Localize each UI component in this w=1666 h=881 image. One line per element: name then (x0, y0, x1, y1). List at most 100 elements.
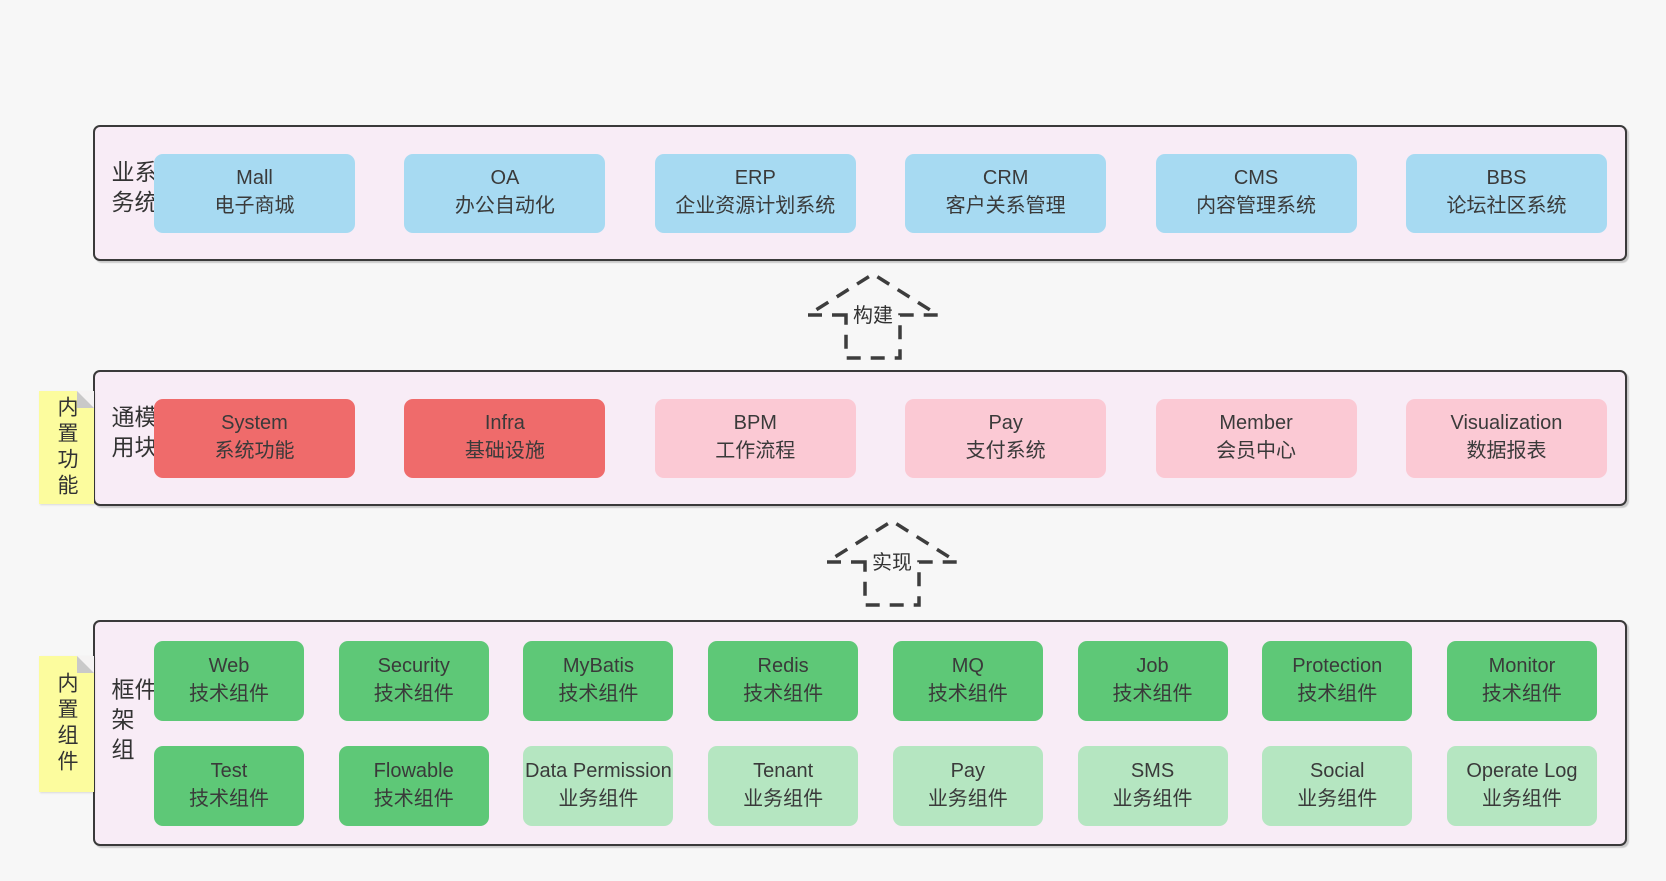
box-title: Pay (988, 412, 1023, 435)
box-title: ERP (734, 167, 776, 190)
box-subtitle: 会员中心 (1216, 440, 1297, 462)
box-title: CMS (1233, 167, 1279, 190)
box-title: Member (1219, 412, 1293, 435)
box-subtitle: 业务组件 (558, 788, 639, 810)
box-tenant: Tenant 业务组件 (708, 746, 859, 826)
module-boxes: System 系统功能 Infra 基础设施 BPM 工作流程 Pay 支付系统 Member 会… (154, 372, 1607, 504)
business-boxes: Mall 电子商城 OA 办公自动化 ERP 企业资源计划系统 CRM 客户关系管理 CMS 内容… (154, 127, 1607, 259)
box-title: System (221, 412, 288, 435)
folded-corner-icon (77, 391, 94, 408)
business-section-label: 业务系统 (108, 160, 157, 220)
box-operate-log: Operate Log 业务组件 (1446, 746, 1597, 826)
box-member: Member 会员中心 (1155, 398, 1357, 478)
box-subtitle: 技术组件 (1112, 683, 1193, 705)
box-protection: Protection 技术组件 (1262, 641, 1413, 721)
box-subtitle: 系统功能 (214, 440, 295, 462)
box-mybatis: MyBatis 技术组件 (523, 641, 674, 721)
box-security: Security 技术组件 (338, 641, 489, 721)
box-infra: Infra 基础设施 (404, 398, 606, 478)
box-title: Web (208, 655, 250, 678)
sticky-note-label: 内置功能 (55, 395, 78, 500)
box-redis: Redis 技术组件 (708, 641, 859, 721)
box-subtitle: 技术组件 (743, 683, 824, 705)
box-subtitle: 论坛社区系统 (1446, 195, 1567, 217)
box-subtitle: 业务组件 (1297, 788, 1378, 810)
box-title: Protection (1292, 655, 1383, 678)
box-title: Infra (484, 412, 525, 435)
implement-arrow: 实现 (824, 517, 960, 609)
sticky-note-builtin-features: 内置功能 (39, 391, 94, 504)
box-subtitle: 技术组件 (558, 683, 639, 705)
box-title: BPM (733, 412, 777, 435)
box-flowable: Flowable 技术组件 (338, 746, 489, 826)
box-erp: ERP 企业资源计划系统 (654, 153, 856, 233)
box-title: MyBatis (562, 655, 634, 678)
box-title: Visualization (1450, 412, 1563, 435)
box-monitor: Monitor 技术组件 (1446, 641, 1597, 721)
section-common-modules: 通用模块 System 系统功能 Infra 基础设施 BPM 工作流程 Pay 支付系统 Me… (93, 370, 1627, 506)
box-title: MQ (951, 655, 984, 678)
section-business-systems: 业务系统 Mall 电子商城 OA 办公自动化 ERP 企业资源计划系统 CRM 客户关系管理… (93, 125, 1627, 261)
box-subtitle: 业务组件 (927, 788, 1008, 810)
box-oa: OA 办公自动化 (404, 153, 606, 233)
box-title: Data Permission (525, 760, 672, 783)
dashed-up-arrow-icon (805, 271, 941, 360)
box-title: Social (1309, 760, 1365, 783)
box-subtitle: 技术组件 (1481, 683, 1562, 705)
box-title: Operate Log (1466, 760, 1578, 783)
box-subtitle: 数据报表 (1466, 440, 1547, 462)
modules-section-label: 通用模块 (108, 405, 157, 465)
dashed-up-arrow-icon (824, 518, 960, 607)
box-title: Security (377, 655, 450, 678)
box-subtitle: 基础设施 (464, 440, 545, 462)
box-subtitle: 电子商城 (214, 195, 295, 217)
box-subtitle: 业务组件 (1481, 788, 1562, 810)
box-subtitle: 技术组件 (1297, 683, 1378, 705)
box-subtitle: 业务组件 (1112, 788, 1193, 810)
box-title: OA (490, 167, 520, 190)
box-subtitle: 内容管理系统 (1196, 195, 1317, 217)
box-social: Social 业务组件 (1262, 746, 1413, 826)
box-title: Test (210, 760, 248, 783)
sticky-note-builtin-components: 内置组件 (39, 656, 94, 792)
box-system: System 系统功能 (154, 398, 355, 478)
sticky-note-label: 内置组件 (55, 672, 78, 776)
box-title: Monitor (1488, 655, 1556, 678)
box-sms: SMS 业务组件 (1077, 746, 1228, 826)
components-section-label: 框架组件 (108, 677, 157, 768)
box-subtitle: 客户关系管理 (945, 195, 1066, 217)
box-subtitle: 技术组件 (373, 683, 454, 705)
box-subtitle: 支付系统 (965, 440, 1046, 462)
build-arrow: 构建 (805, 270, 941, 362)
box-pay: Pay 支付系统 (905, 398, 1107, 478)
box-subtitle: 技术组件 (189, 788, 269, 810)
box-visualization: Visualization 数据报表 (1405, 398, 1607, 478)
box-mall: Mall 电子商城 (154, 153, 355, 233)
box-title: Tenant (753, 760, 814, 783)
box-subtitle: 业务组件 (743, 788, 824, 810)
build-arrow-label: 构建 (850, 303, 896, 329)
box-title: Flowable (373, 760, 454, 783)
box-subtitle: 工作流程 (715, 440, 796, 462)
box-cms: CMS 内容管理系统 (1155, 153, 1357, 233)
box-data-permission: Data Permission 业务组件 (523, 746, 674, 826)
box-title: SMS (1130, 760, 1175, 783)
box-crm: CRM 客户关系管理 (905, 153, 1107, 233)
box-subtitle: 办公自动化 (454, 195, 555, 217)
box-title: Redis (757, 655, 809, 678)
box-subtitle: 企业资源计划系统 (675, 195, 836, 217)
box-title: CRM (982, 167, 1029, 190)
box-subtitle: 技术组件 (373, 788, 454, 810)
box-title: Mall (236, 167, 273, 190)
box-title: BBS (1486, 167, 1527, 190)
box-subtitle: 技术组件 (927, 683, 1008, 705)
box-mq: MQ 技术组件 (892, 641, 1043, 721)
